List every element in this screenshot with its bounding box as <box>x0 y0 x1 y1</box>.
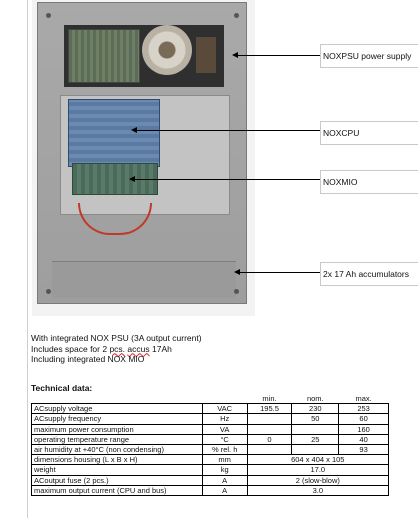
table-row: ACsupply frequency Hz 50 60 <box>31 413 389 425</box>
accumulator-rail <box>52 261 236 298</box>
row-nom: 230 <box>291 403 340 415</box>
header-nom: nom. <box>291 394 339 405</box>
text: 17Ah <box>149 343 172 354</box>
screw <box>46 13 51 18</box>
callout-line-psu <box>236 55 320 56</box>
row-min: 195.5 <box>246 403 293 415</box>
page-margin-rule <box>27 0 28 518</box>
table-cell <box>31 394 203 405</box>
technical-data-title: Technical data: <box>31 383 93 393</box>
psu-capacitor <box>196 37 216 73</box>
row-value: 604 x 404 x 105 <box>246 454 390 466</box>
description-line: With integrated NOX PSU (3A output curre… <box>31 333 202 343</box>
psu-board <box>68 29 140 83</box>
row-name: maximum power consumption <box>31 423 203 435</box>
row-min <box>246 443 293 456</box>
description-line: Includes space for 2 pcs. accus 17Ah <box>31 344 202 355</box>
screw <box>234 289 239 294</box>
table-row: air humidity at +40°C (non condensing) %… <box>31 443 389 456</box>
row-nom: 25 <box>291 433 340 445</box>
row-value: 2 (slow-blow) <box>246 474 390 486</box>
arrow-icon <box>131 127 137 133</box>
row-value: 17.0 <box>246 464 390 476</box>
cpu-board <box>68 99 160 167</box>
table-cell <box>202 394 248 405</box>
table-row: weight kg 17.0 <box>31 464 390 476</box>
row-name: air humidity at +40°C (non condensing) <box>31 443 203 456</box>
text: accus <box>127 343 150 354</box>
arrow-icon <box>234 269 240 275</box>
header-max: max. <box>338 394 389 405</box>
row-min <box>246 423 293 435</box>
text: Includes space for 2 <box>31 343 110 354</box>
row-nom: 50 <box>291 413 340 425</box>
row-name: ACsupply voltage <box>31 403 203 415</box>
enclosure-photo <box>32 0 255 316</box>
table-row: maximum power consumption VA 160 <box>31 423 389 435</box>
toroidal-transformer <box>142 25 192 75</box>
row-min: 0 <box>246 433 293 445</box>
housing <box>37 2 247 304</box>
row-unit: % rel. h <box>201 443 248 456</box>
row-max: 253 <box>338 403 389 415</box>
description-line: Including integrated NOX MIO <box>31 354 145 364</box>
row-nom <box>291 443 340 456</box>
row-name: operating temperature range <box>31 433 203 445</box>
row-name: dimensions housing (L x B x H) <box>31 454 203 466</box>
red-wire <box>78 203 152 235</box>
row-unit: A <box>201 474 248 486</box>
row-unit: °C <box>201 433 248 445</box>
table-row: operating temperature range °C 0 25 40 <box>31 433 389 445</box>
row-nom <box>291 423 340 435</box>
arrow-icon <box>129 176 135 182</box>
callout-psu: NOXPSU power supply <box>320 44 418 68</box>
row-unit: A <box>201 484 248 496</box>
table-header-row: min. nom. max. <box>31 394 389 405</box>
callout-line-cpu <box>135 130 320 131</box>
row-name: ACsupply frequency <box>31 413 203 425</box>
row-max: 40 <box>338 433 389 445</box>
row-name: weight <box>31 464 203 476</box>
screw <box>234 13 239 18</box>
table-row: ACsupply voltage VAC 195.5 230 253 <box>31 403 389 415</box>
arrow-icon <box>232 52 238 58</box>
callout-mio: NOXMIO <box>320 170 418 194</box>
row-max: 93 <box>338 443 389 456</box>
callout-cpu: NOXCPU <box>320 121 418 145</box>
technical-data-table: min. nom. max. ACsupply voltage VAC 195.… <box>31 394 390 496</box>
row-max: 60 <box>338 413 389 425</box>
description: With integrated NOX PSU (3A output curre… <box>31 333 202 365</box>
callout-line-accumulators <box>238 272 320 273</box>
row-min <box>246 413 293 425</box>
row-max: 160 <box>338 423 389 435</box>
row-unit: Hz <box>201 413 248 425</box>
table-row: dimensions housing (L x B x H) mm 604 x … <box>31 454 390 466</box>
header-min: min. <box>247 394 292 405</box>
table-row: maximum output current (CPU and bus) A 3… <box>31 484 390 496</box>
table-row: ACoutput fuse (2 pcs.) A 2 (slow-blow) <box>31 474 390 486</box>
row-unit: VAC <box>201 403 248 415</box>
callout-accumulators: 2x 17 Ah accumulators <box>320 262 418 286</box>
screw <box>46 289 51 294</box>
callout-line-mio <box>133 179 320 180</box>
row-name: ACoutput fuse (2 pcs.) <box>31 474 203 486</box>
row-unit: mm <box>201 454 248 466</box>
row-name: maximum output current (CPU and bus) <box>31 484 203 496</box>
row-unit: kg <box>201 464 248 476</box>
row-unit: VA <box>201 423 248 435</box>
row-value: 3.0 <box>246 484 390 496</box>
text: pcs. <box>109 343 126 354</box>
